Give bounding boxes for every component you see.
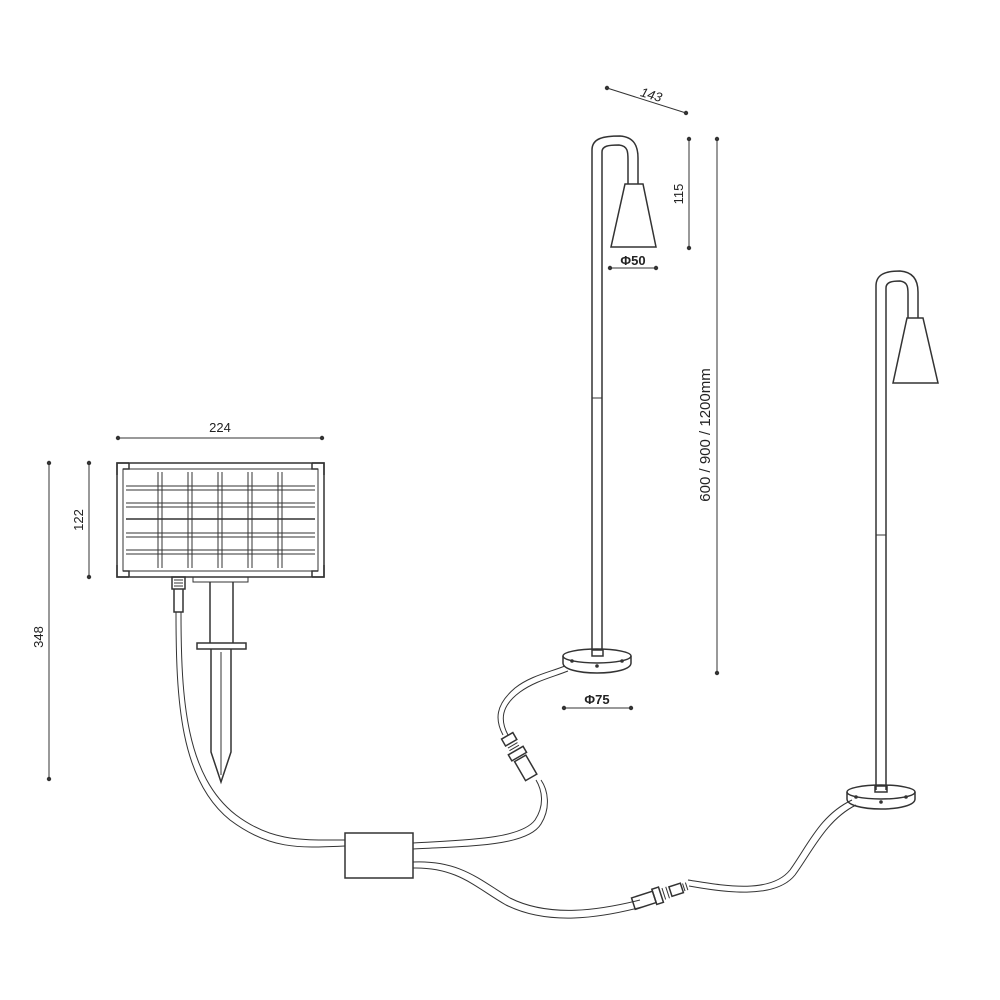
cables [175,611,857,919]
lamp2-cable-connector [630,882,689,911]
dim-panel-height: 122 [71,460,92,580]
garden-lamp-2 [846,270,939,810]
dim-pole-heights: 600 / 900 / 1200mm [697,136,720,676]
dim-head-offset-label: 143 [639,84,665,105]
dim-shade-height-label: 115 [671,184,686,205]
dim-head-offset: 143 [604,84,689,116]
dim-panel-width: 224 [115,420,325,441]
dim-pole-heights-label: 600 / 900 / 1200mm [697,368,714,501]
dim-base-diameter-label: Φ75 [584,692,609,707]
dim-shade-diameter: Φ50 [607,253,659,271]
dim-base-diameter: Φ75 [561,692,634,711]
ground-stake [196,582,247,785]
panel-cable-connector [171,576,186,613]
solar-panel [116,462,325,583]
dim-shade-height: 115 [671,136,692,251]
dim-shade-diameter-label: Φ50 [620,253,645,268]
dim-total-height: 348 [31,460,52,782]
dim-total-height-label: 348 [31,626,46,648]
junction-box [344,832,414,879]
dim-panel-height-label: 122 [71,509,86,531]
dim-panel-width-label: 224 [209,420,231,435]
garden-lamp-1 [562,135,657,674]
lamp1-cable-connector [500,731,538,782]
